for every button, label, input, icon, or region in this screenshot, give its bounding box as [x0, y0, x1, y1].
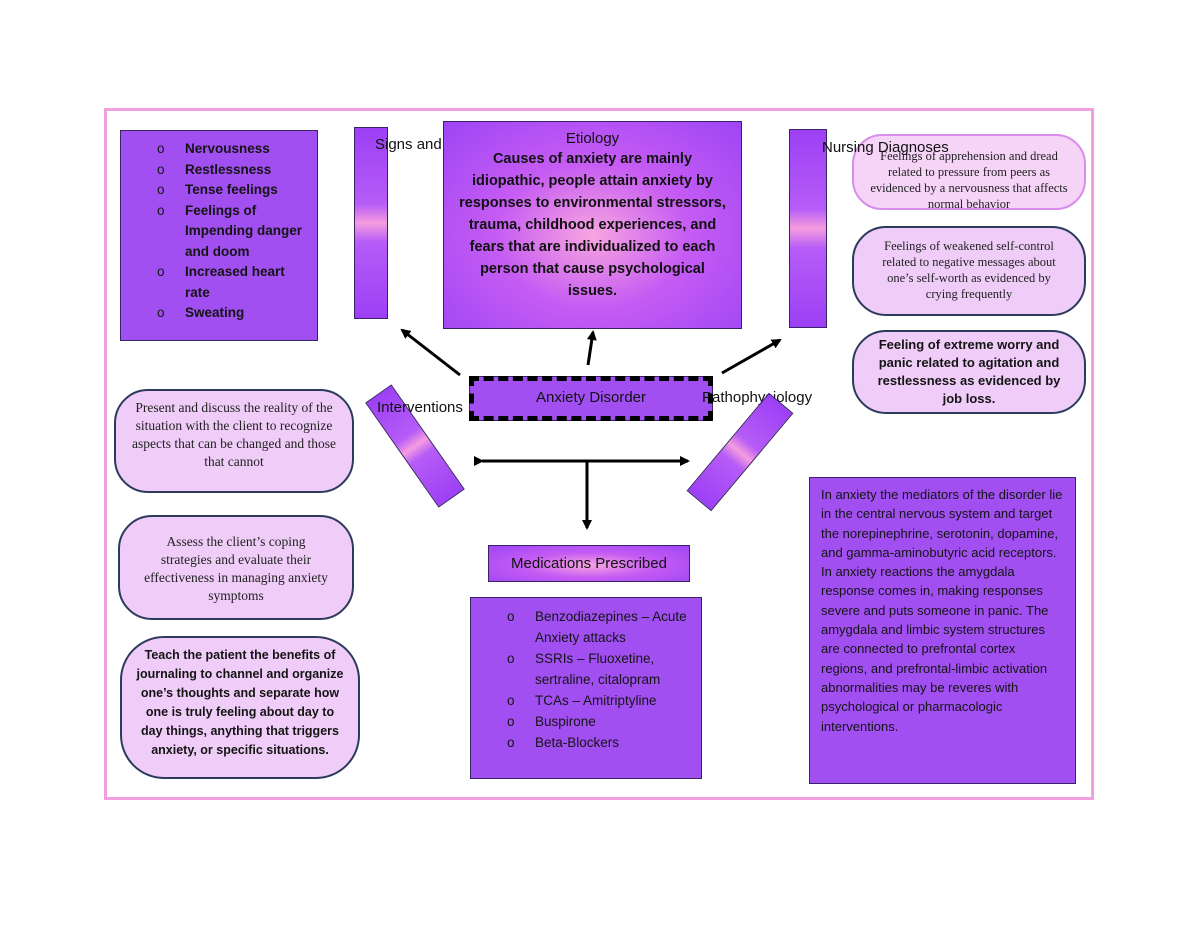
- pathophysiology-text: In anxiety the mediators of the disorder…: [821, 487, 1063, 734]
- signs-symptoms-box: NervousnessRestlessnessTense feelingsFee…: [120, 130, 318, 341]
- diagnosis-2: Feelings of weakened self-control relate…: [852, 226, 1086, 316]
- medication-item: Benzodiazepines – Acute Anxiety attacks: [471, 606, 695, 648]
- signs-symptoms-list: NervousnessRestlessnessTense feelingsFee…: [121, 139, 317, 324]
- symptom-item: Sweating: [121, 303, 309, 324]
- medication-item: TCAs – Amitriptyline: [471, 690, 695, 711]
- anxiety-disorder-node: Anxiety Disorder: [469, 376, 713, 421]
- symptom-item: Restlessness: [121, 160, 309, 181]
- arrow-to-signs: [400, 328, 461, 377]
- symptom-item: Feelings of Impending danger and doom: [121, 201, 309, 263]
- medications-title-box: Medications Prescribed: [488, 545, 690, 582]
- intervention-3: Teach the patient the benefits of journa…: [120, 636, 360, 779]
- interventions-title: Interventions: [377, 399, 463, 416]
- signs-symptoms-bar: [354, 127, 388, 319]
- nursing-diagnoses-bar: [789, 129, 827, 328]
- etiology-box: Etiology Causes of anxiety are mainly id…: [443, 121, 742, 329]
- medication-item: Buspirone: [471, 711, 695, 732]
- diagnosis-1: Feelings of apprehension and dread relat…: [852, 134, 1086, 211]
- medication-item: SSRIs – Fluoxetine, sertraline, citalopr…: [471, 648, 695, 690]
- etiology-title: Etiology: [565, 130, 620, 147]
- symptom-item: Nervousness: [121, 139, 309, 160]
- medications-title: Medications Prescribed: [511, 555, 667, 572]
- page-frame: [104, 108, 1094, 800]
- intervention-1: Present and discuss the reality of the s…: [114, 389, 354, 493]
- symptom-item: Tense feelings: [121, 180, 309, 201]
- nursing-diagnoses-title: Nursing Diagnoses: [822, 139, 949, 156]
- medication-item: Beta-Blockers: [471, 732, 695, 753]
- pathophysiology-title: Pathophysiology: [702, 389, 813, 406]
- diagnosis-3: Feeling of extreme worry and panic relat…: [852, 330, 1086, 414]
- arrow-to-diagnoses: [721, 338, 782, 375]
- arrow-to-etiology: [586, 330, 597, 366]
- etiology-text: Causes of anxiety are mainly idiopathic,…: [459, 151, 726, 299]
- intervention-2: Assess the client’s coping strategies an…: [118, 515, 354, 620]
- pathophysiology-box: In anxiety the mediators of the disorder…: [809, 477, 1076, 784]
- symptom-item: Increased heart rate: [121, 262, 309, 303]
- medications-list: Benzodiazepines – Acute Anxiety attacksS…: [471, 606, 701, 753]
- medications-box: Benzodiazepines – Acute Anxiety attacksS…: [470, 597, 702, 779]
